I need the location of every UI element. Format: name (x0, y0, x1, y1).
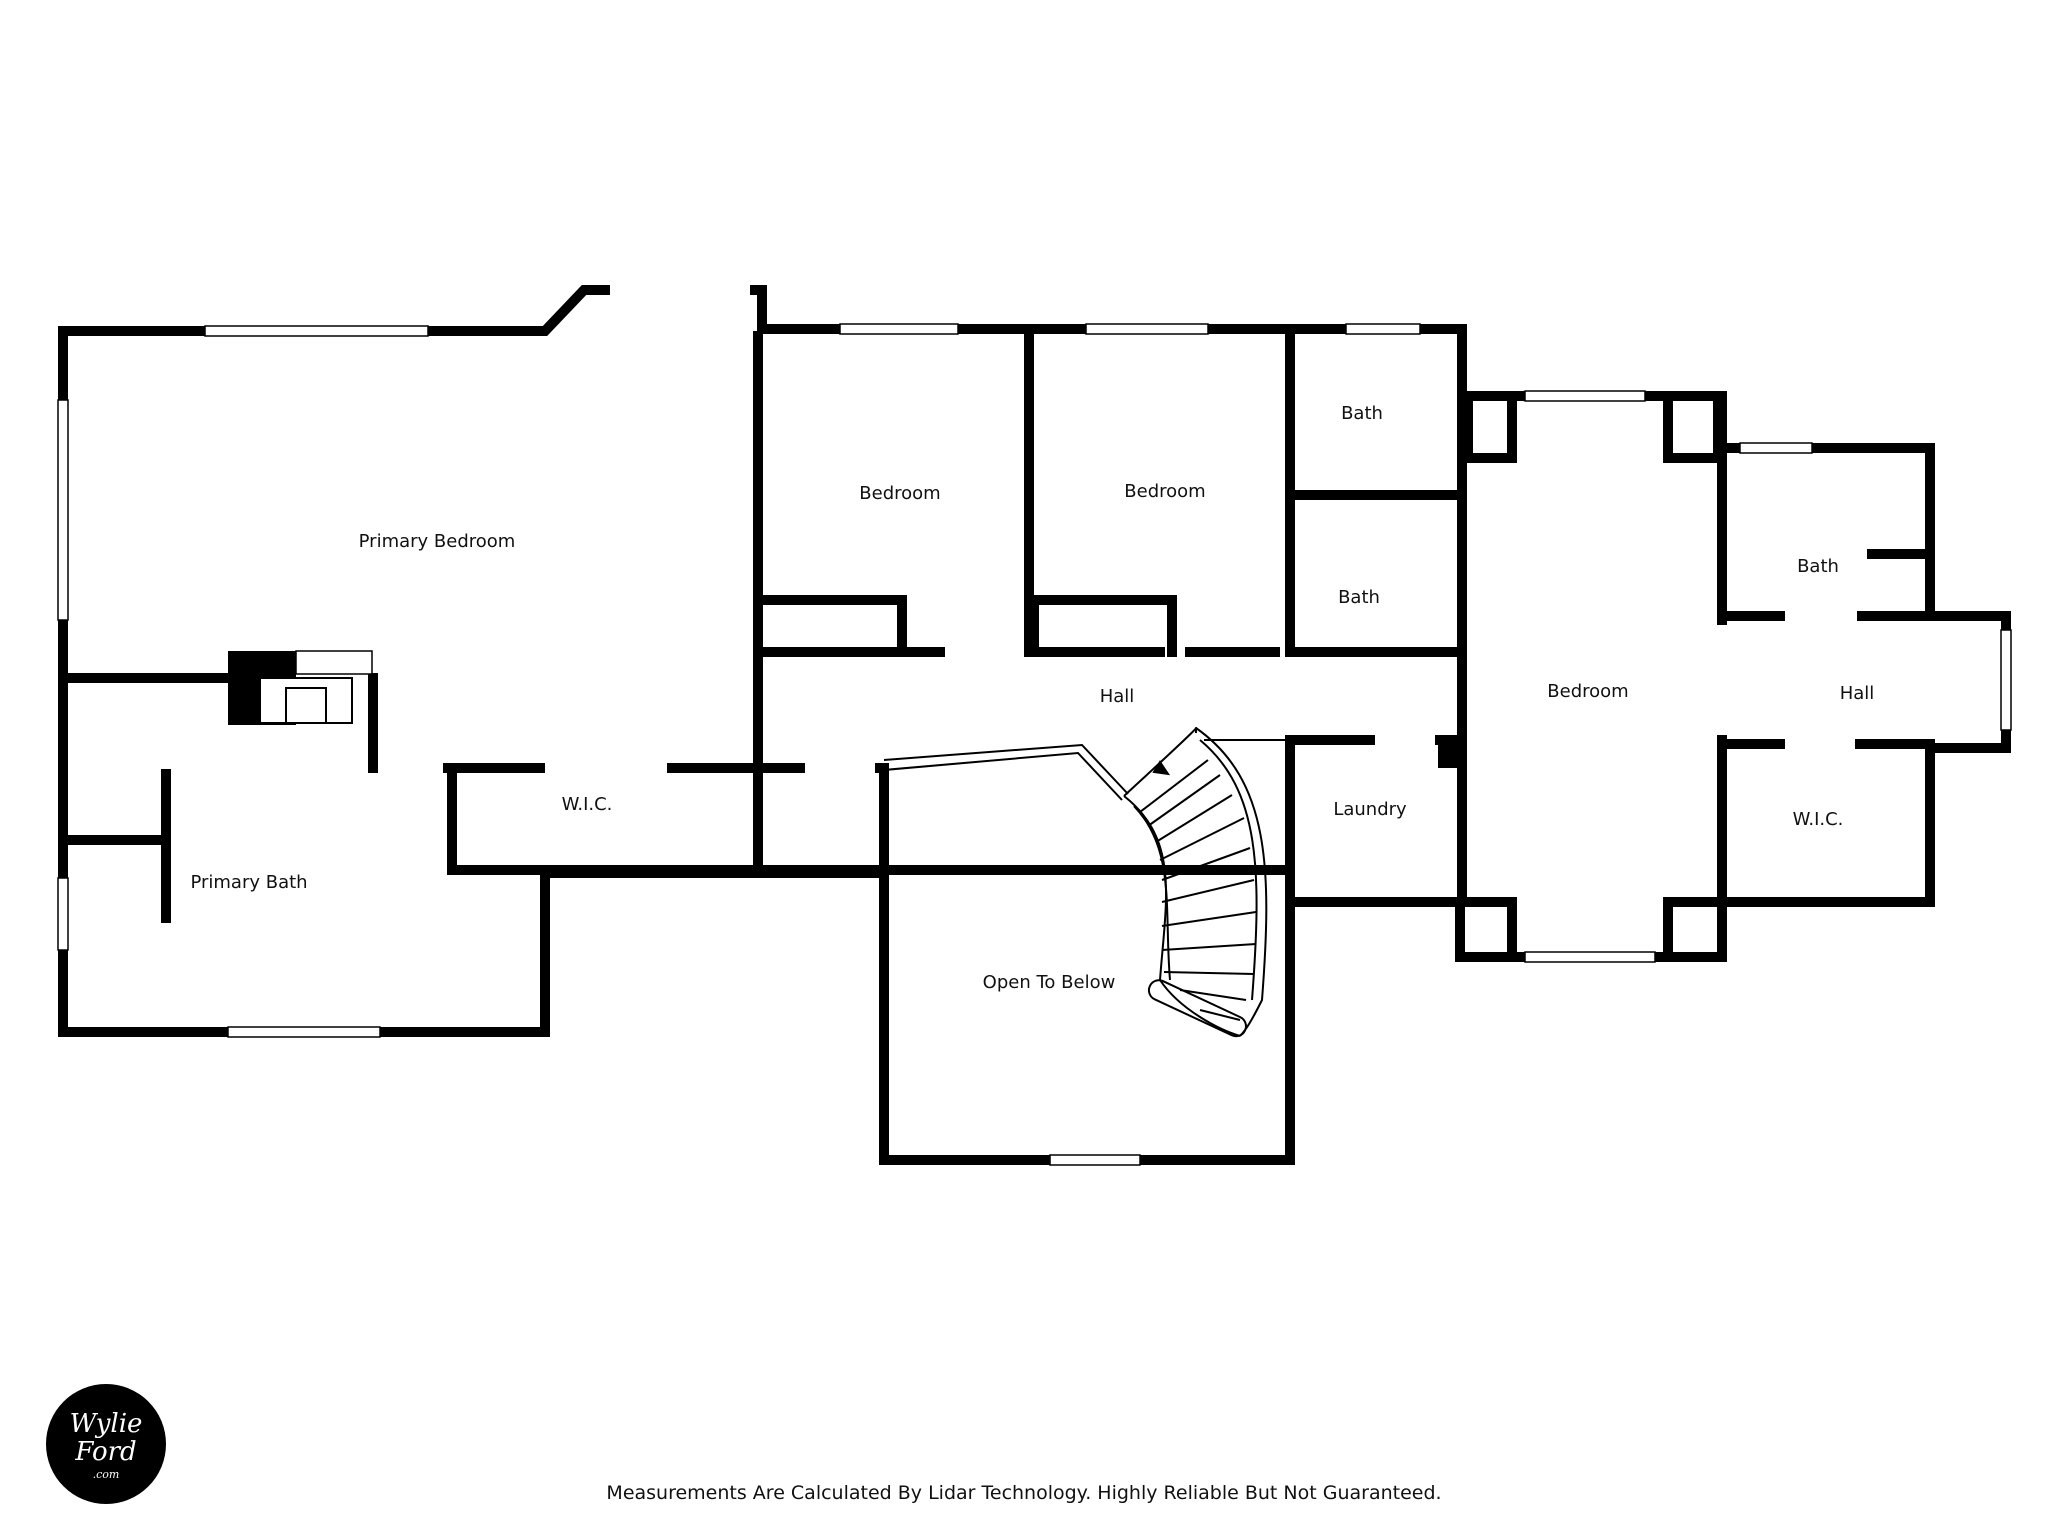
label-hall-main: Hall (1100, 686, 1135, 707)
label-bath-1: Bath (1341, 403, 1383, 424)
logo-line-3: .com (92, 1468, 120, 1481)
logo-text: Wylie Ford (46, 1410, 166, 1466)
label-open-to-below: Open To Below (983, 972, 1116, 993)
logo-line-1: Wylie (69, 1409, 143, 1439)
logo-line-2: Ford (75, 1437, 137, 1467)
label-bath-2: Bath (1338, 587, 1380, 608)
label-bedroom-2: Bedroom (1124, 481, 1205, 502)
label-bedroom-1: Bedroom (859, 483, 940, 504)
label-bath-east: Bath (1797, 556, 1839, 577)
brand-logo: Wylie Ford .com (46, 1384, 166, 1504)
label-primary-bedroom: Primary Bedroom (359, 531, 516, 552)
label-bedroom-east: Bedroom (1547, 681, 1628, 702)
fireplace (228, 650, 1458, 768)
label-laundry: Laundry (1333, 799, 1407, 820)
room-labels: Primary Bedroom Primary Bath W.I.C. Bedr… (190, 403, 1874, 993)
measurement-disclaimer: Measurements Are Calculated By Lidar Tec… (606, 1482, 1442, 1504)
label-wic-primary: W.I.C. (562, 794, 613, 815)
label-hall-east: Hall (1840, 683, 1875, 704)
label-primary-bath: Primary Bath (190, 872, 307, 893)
label-wic-east: W.I.C. (1793, 809, 1844, 830)
curved-staircase (883, 726, 1288, 1038)
windows (57, 285, 2012, 1166)
